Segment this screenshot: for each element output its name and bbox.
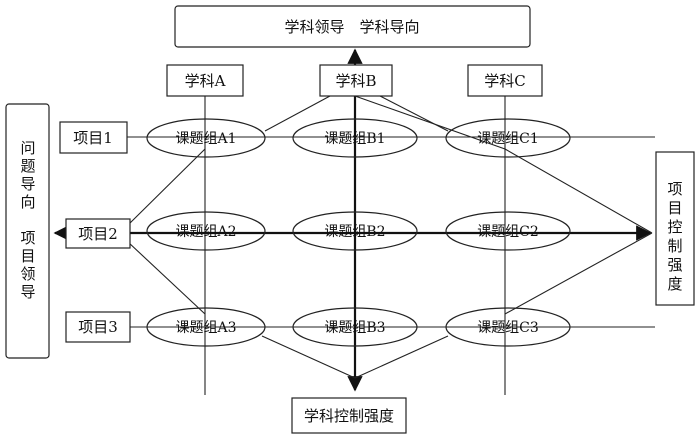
research-group-label: 课题组A2	[175, 224, 236, 240]
right-box-char: 控	[667, 218, 682, 236]
research-group-a3: 课题组A3	[146, 307, 266, 347]
research-group-b2: 课题组B2	[292, 211, 418, 251]
research-group-label: 课题组B1	[324, 131, 385, 147]
research-group-b1: 课题组B1	[292, 118, 418, 158]
research-group-label: 课题组B2	[324, 224, 385, 240]
left-box-char: 领	[20, 265, 35, 283]
right-box-char: 项	[667, 180, 682, 198]
connector	[261, 335, 356, 379]
project-2-label: 项目2	[78, 225, 118, 243]
diagonal-connectors	[127, 95, 653, 379]
research-group-a1: 课题组A1	[146, 118, 266, 158]
research-group-b3: 课题组B3	[292, 307, 418, 347]
discipline-c-box: 学科C	[467, 64, 543, 97]
research-group-label: 课题组B3	[324, 320, 385, 336]
right-box-char: 强	[667, 256, 682, 274]
discipline-b-box: 学科B	[319, 64, 393, 97]
left-box-char: 问	[20, 139, 35, 157]
connector	[127, 241, 206, 315]
research-group-label: 课题组C3	[477, 320, 539, 336]
left-box-char: 项	[20, 229, 35, 247]
project-3-box: 项目3	[65, 311, 131, 343]
left-box-char: 题	[20, 157, 35, 175]
project-control-strength-box: 项 目 控 制 强 度	[655, 151, 695, 306]
connector	[354, 95, 506, 150]
research-group-label: 课题组C2	[477, 224, 539, 240]
research-group-label: 课题组A1	[175, 131, 236, 147]
right-box-char: 度	[667, 275, 682, 293]
connector	[354, 335, 449, 379]
research-group-c3: 课题组C3	[445, 307, 571, 347]
research-group-label: 课题组A3	[175, 320, 236, 336]
project-3-label: 项目3	[78, 318, 118, 336]
research-group-c1: 课题组C1	[445, 118, 571, 158]
discipline-b-label: 学科B	[335, 72, 376, 90]
project-1-box: 项目1	[59, 121, 128, 154]
project-1-label: 项目1	[73, 129, 113, 147]
discipline-control-strength-label: 学科控制强度	[304, 407, 394, 425]
discipline-a-label: 学科A	[185, 72, 226, 90]
left-box-char: 导	[20, 175, 35, 193]
left-box-char: 向	[20, 193, 35, 211]
project-2-box: 项目2	[65, 218, 131, 249]
research-group-c2: 课题组C2	[445, 211, 571, 251]
right-box-char: 制	[667, 237, 682, 255]
left-box-char: 目	[20, 247, 35, 265]
right-box-char: 目	[667, 199, 682, 217]
problem-oriented-project-leadership-box: 问 题 导 向 项 目 领 导	[5, 103, 50, 359]
discipline-control-strength-box: 学科控制强度	[291, 397, 407, 434]
connector	[504, 232, 653, 315]
left-box-char: 导	[20, 283, 35, 301]
research-group-label: 课题组C1	[477, 131, 539, 147]
project-lines	[53, 136, 655, 328]
discipline-leadership-box: 学科领导 学科导向	[174, 5, 531, 48]
connector	[504, 148, 653, 234]
connector	[264, 95, 331, 132]
discipline-leadership-label: 学科领导 学科导向	[284, 18, 419, 36]
discipline-lines	[204, 48, 506, 395]
discipline-a-box: 学科A	[166, 64, 244, 97]
discipline-c-label: 学科C	[484, 72, 525, 90]
connector	[127, 148, 206, 226]
research-group-a2: 课题组A2	[146, 211, 266, 251]
